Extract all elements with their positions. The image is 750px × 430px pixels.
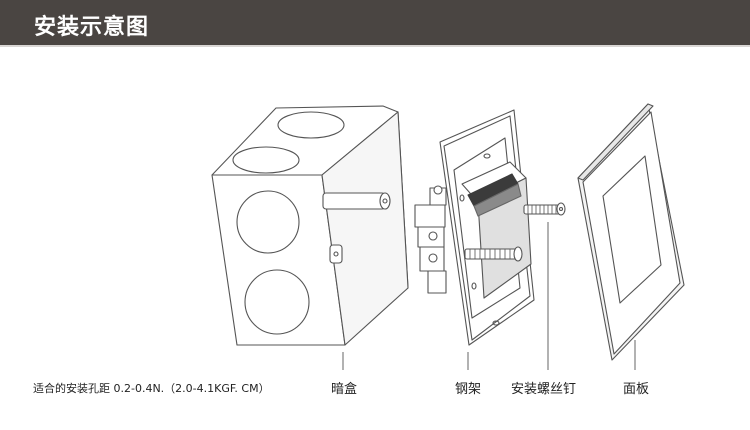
header-bar: 安装示意图 bbox=[0, 0, 750, 45]
junction-box-drawing bbox=[211, 105, 409, 346]
label-junction-box: 暗盒 bbox=[331, 382, 358, 397]
header-divider bbox=[0, 45, 750, 47]
face-panel-drawing bbox=[577, 103, 685, 361]
label-steel-frame: 钢架 bbox=[455, 382, 482, 397]
installation-note: 适合的安装孔距 0.2-0.4N.（2.0-4.1KGF. CM） bbox=[33, 382, 270, 395]
mounting-screw-drawing bbox=[523, 202, 566, 216]
page-title: 安装示意图 bbox=[34, 15, 150, 40]
label-mounting-screw: 安装螺丝钉 bbox=[511, 382, 577, 397]
steel-frame-drawing bbox=[414, 109, 535, 346]
label-face-panel: 面板 bbox=[623, 382, 650, 397]
leader-lines bbox=[342, 222, 636, 370]
